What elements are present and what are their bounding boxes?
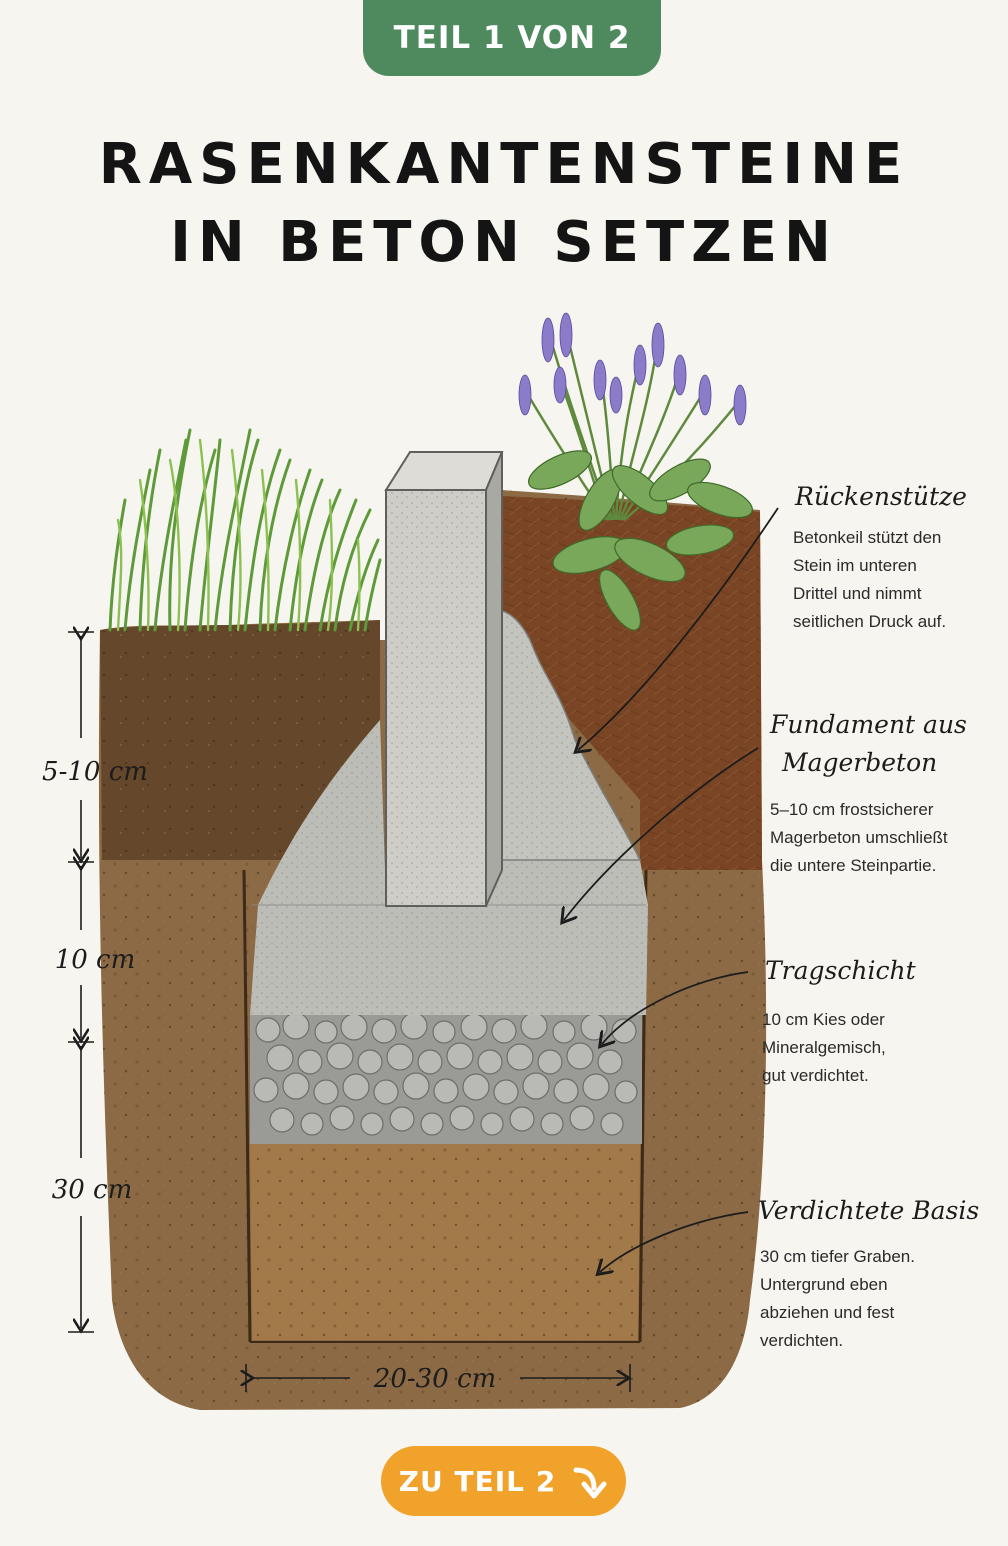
annotation-title-line: Magerbeton: [782, 748, 938, 777]
dimension-label-topsoil: 5-10 cm: [42, 757, 148, 787]
annotation-desc-line: 5–10 cm frostsicherer: [770, 800, 934, 819]
lavender-plant: [518, 312, 753, 631]
page-title-line-1: RASENKANTENSTEINE: [98, 132, 910, 197]
annotation-arrows: [564, 507, 779, 1272]
grass-tuft: [108, 428, 382, 632]
dimension-label-width: 20-30 cm: [373, 1364, 496, 1394]
annotation-desc-line: verdichten.: [760, 1331, 844, 1350]
part-badge-label: TEIL 1 VON 2: [393, 20, 631, 56]
annotation-desc-line: die untere Steinpartie.: [770, 856, 937, 875]
annotation-title-compacted-base: Verdichtete Basis: [758, 1196, 980, 1225]
annotation-desc-line: seitlichen Druck auf.: [793, 612, 947, 631]
annotation-desc-line: Mineralgemisch,: [762, 1038, 886, 1057]
part-badge: TEIL 1 VON 2: [363, 0, 661, 76]
gravel-layer: [250, 1012, 642, 1144]
annotation-desc-line: Drittel und nimmt: [793, 584, 922, 603]
lawn-edging-stone: [384, 451, 504, 907]
annotation-desc-line: Betonkeil stützt den: [793, 528, 942, 547]
annotation-desc-back-support: Betonkeil stützt den Stein im unteren Dr…: [793, 524, 946, 636]
dimension-label-foundation: 10 cm: [55, 945, 136, 975]
annotation-title-foundation: Fundament aus Magerbeton: [770, 706, 967, 782]
annotation-desc-line: Untergrund eben: [760, 1275, 888, 1294]
page-title-line-2: IN BETON SETZEN: [170, 210, 838, 275]
annotation-desc-foundation: 5–10 cm frostsicherer Magerbeton umschli…: [770, 796, 948, 880]
annotation-desc-line: gut verdichtet.: [762, 1066, 869, 1085]
arrow-down-right-icon: [570, 1462, 608, 1500]
dimension-label-base: 30 cm: [52, 1175, 133, 1205]
annotation-desc-line: Stein im unteren: [793, 556, 917, 575]
next-part-button[interactable]: ZU TEIL 2: [381, 1446, 626, 1516]
annotation-title-line: Fundament aus: [770, 710, 967, 739]
dimension-lines: [68, 632, 630, 1392]
annotation-desc-compacted-base: 30 cm tiefer Graben. Untergrund eben abz…: [760, 1243, 915, 1355]
next-part-label: ZU TEIL 2: [398, 1464, 557, 1498]
annotation-title-base-layer: Tragschicht: [765, 956, 916, 985]
annotation-desc-line: 10 cm Kies oder: [762, 1010, 885, 1029]
annotation-desc-base-layer: 10 cm Kies oder Mineralgemisch, gut verd…: [762, 1006, 886, 1090]
annotation-title-back-support: Rückenstütze: [795, 482, 967, 511]
annotation-desc-line: abziehen und fest: [760, 1303, 895, 1322]
annotation-desc-line: 30 cm tiefer Graben.: [760, 1247, 915, 1266]
annotation-desc-line: Magerbeton umschließt: [770, 828, 948, 847]
